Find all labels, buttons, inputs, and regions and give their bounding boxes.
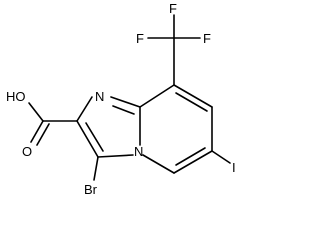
bond-c8a-n1 — [110, 96, 141, 108]
atom-label-bromine: Br — [84, 182, 98, 197]
atom-labels: F F F N N HO O I Br — [6, 1, 236, 197]
bond-c8a-n1-double — [112, 105, 135, 115]
bond-ccooh-o-double — [36, 123, 50, 146]
bond-c6-i — [211, 150, 231, 164]
bond-ccooh-o — [30, 120, 44, 143]
atom-label-o-carbonyl: O — [22, 144, 32, 159]
bond-c3-br — [93, 156, 99, 181]
atom-label-f-right: F — [203, 31, 211, 46]
atom-label-iodine: I — [232, 160, 236, 175]
bond-ccooh-oh — [28, 102, 44, 122]
bond-c2-c3 — [76, 120, 99, 158]
bonds — [28, 14, 231, 181]
structure-canvas: F F F N N HO O I Br — [6, 1, 236, 197]
bond-c2-c3-double — [85, 122, 104, 152]
bond-c6-c5-double — [175, 147, 206, 166]
bond-c6-c5 — [173, 150, 213, 174]
bond-c8-c7 — [173, 84, 213, 108]
bond-c8a-c8 — [139, 84, 175, 108]
atom-label-oh: HO — [6, 89, 26, 104]
atom-label-f-left: F — [136, 31, 144, 46]
molecule-diagram: F F F N N HO O I Br — [6, 1, 236, 197]
bond-c8-c7-double — [175, 92, 208, 112]
atom-label-f-top: F — [169, 1, 177, 16]
bond-c5-n4 — [142, 154, 175, 174]
bond-n1-c2 — [76, 96, 93, 122]
atom-label-n-bridge: N — [134, 144, 143, 159]
atom-label-n-imine: N — [95, 89, 104, 104]
bond-c3-n4 — [97, 154, 134, 158]
